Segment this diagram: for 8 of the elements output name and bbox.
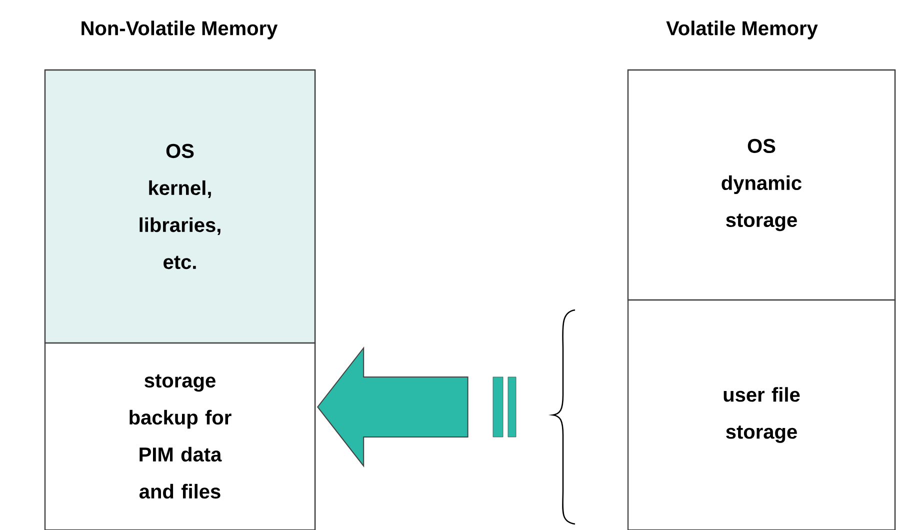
brace: [552, 309, 576, 525]
memory-region: OS kernel, libraries, etc.: [44, 69, 316, 344]
arrow: [316, 346, 516, 468]
memory-region: OS dynamic storage: [627, 69, 896, 301]
column-heading: Non-Volatile Memory: [82, 20, 278, 40]
column-heading: Volatile Memory: [666, 20, 818, 40]
memory-region: user file storage: [627, 299, 896, 530]
memory-region: storage backup for PIM data and files: [44, 342, 316, 530]
